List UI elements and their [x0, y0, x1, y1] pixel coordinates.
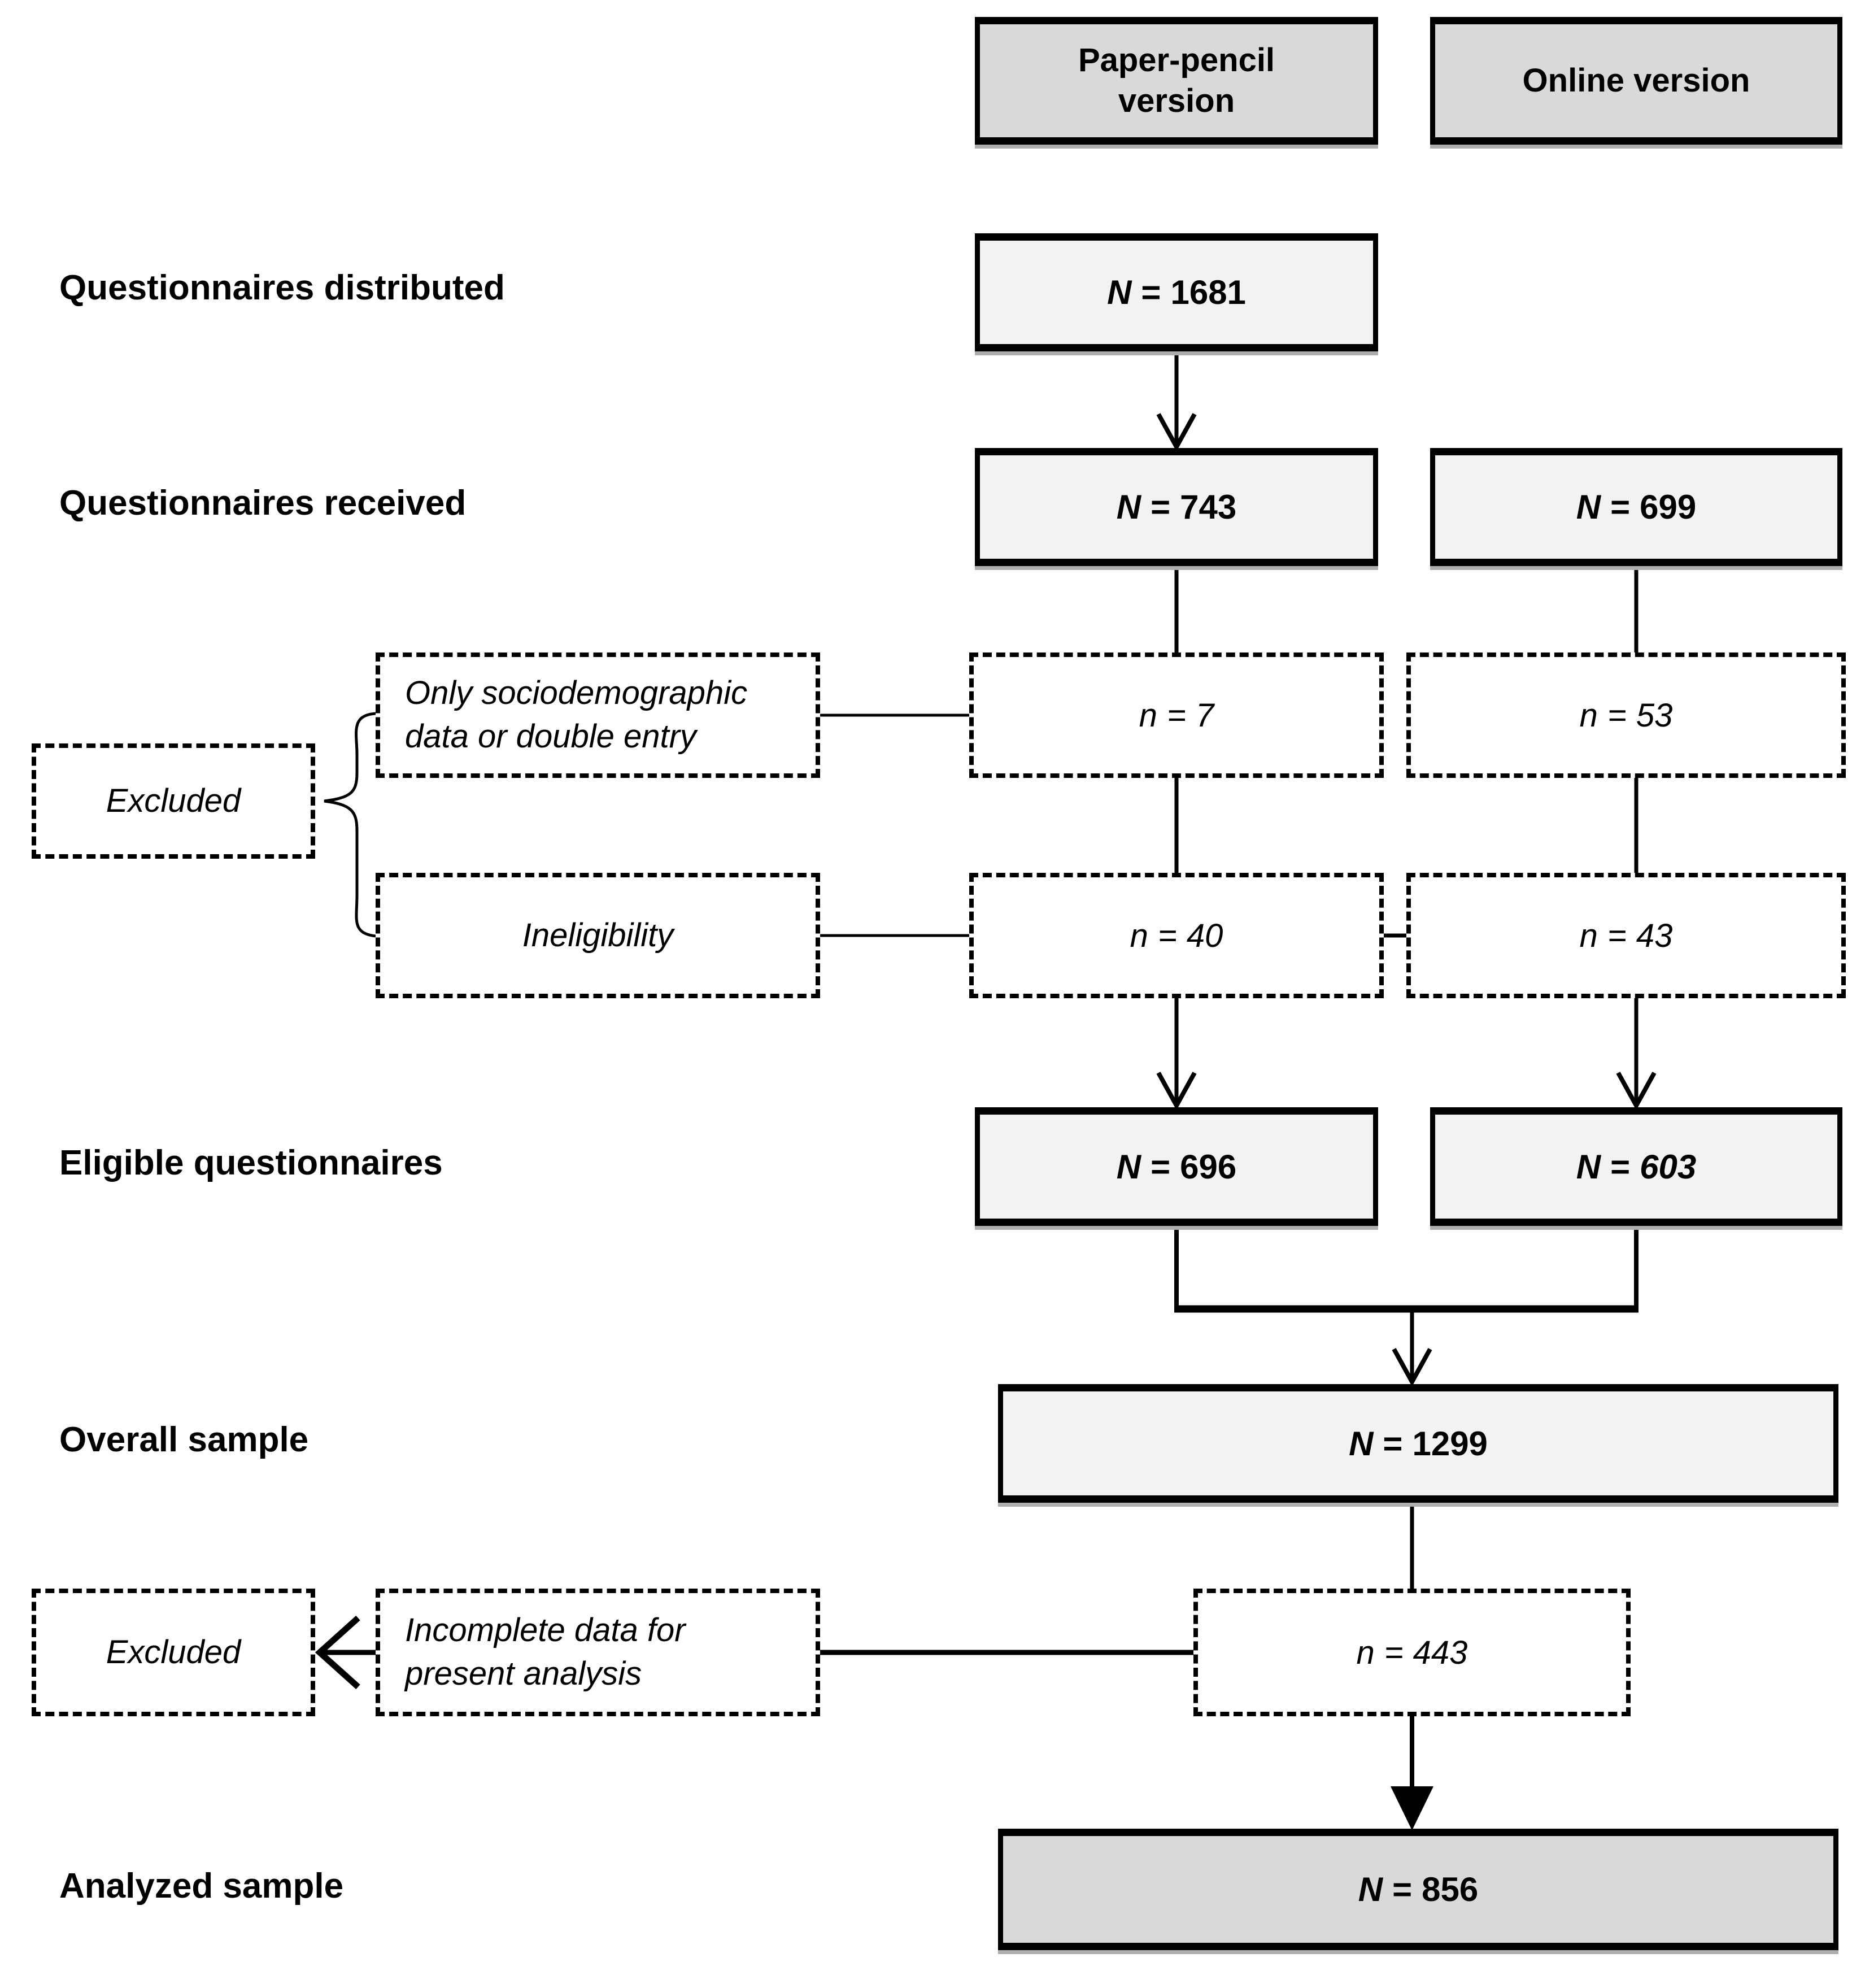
n-value: 7: [1195, 697, 1214, 734]
n-value: 43: [1636, 917, 1673, 954]
equals-sign: =: [1607, 917, 1627, 954]
n-symbol: n: [1130, 917, 1148, 954]
n-value: 443: [1413, 1634, 1468, 1671]
equals-sign: =: [1167, 697, 1186, 734]
box-excluded-top: Excluded: [32, 743, 315, 859]
arrowhead-eligible-online: [1616, 1072, 1657, 1111]
equals-sign: =: [1610, 1147, 1631, 1186]
box-n-analyzed: N = 856: [998, 1829, 1838, 1950]
n-value: 1681: [1170, 273, 1246, 311]
n-value: 53: [1636, 697, 1673, 734]
reason-ineligibility-label: Ineligibility: [522, 916, 674, 954]
box-reason-sociodemographic: Only sociodemographic data or double ent…: [376, 652, 820, 778]
n-value: 699: [1640, 488, 1697, 526]
box-n-excluded-socio-online: n = 53: [1406, 652, 1846, 778]
n-value: 603: [1640, 1147, 1697, 1186]
n-symbol: N: [1107, 273, 1132, 311]
row-label-received: Questionnaires received: [59, 484, 467, 523]
n-symbol: N: [1116, 488, 1141, 526]
excluded-top-label: Excluded: [106, 782, 241, 819]
header-online-label: Online version: [1522, 62, 1750, 99]
equals-sign: =: [1383, 1424, 1403, 1463]
arrowhead-overall: [1392, 1348, 1432, 1387]
equals-sign: =: [1151, 1147, 1171, 1186]
box-n-eligible-online: N = 603: [1430, 1107, 1842, 1226]
header-paper-pencil: Paper-pencil version: [975, 17, 1378, 145]
arrowhead-eligible-paper: [1156, 1072, 1197, 1111]
n-symbol: N: [1349, 1424, 1374, 1463]
equals-sign: =: [1392, 1870, 1413, 1908]
header-online: Online version: [1430, 17, 1842, 145]
reason-incomplete-label: Incomplete data for present analysis: [405, 1612, 686, 1692]
equals-sign: =: [1151, 488, 1171, 526]
row-label-analyzed: Analyzed sample: [59, 1867, 344, 1906]
box-n-received-online: N = 699: [1430, 448, 1842, 566]
box-n-excluded-ineligible-online: n = 43: [1406, 873, 1846, 998]
n-symbol: n: [1579, 917, 1598, 954]
box-reason-incomplete: Incomplete data for present analysis: [376, 1589, 820, 1716]
n-value: 1299: [1412, 1424, 1488, 1463]
n-value: 856: [1422, 1870, 1479, 1908]
arrowhead-received-paper: [1156, 413, 1197, 452]
arrowhead-excluded-bottom: [315, 1615, 360, 1690]
row-label-distributed: Questionnaires distributed: [59, 268, 505, 307]
equals-sign: =: [1610, 488, 1631, 526]
n-value: 696: [1180, 1147, 1237, 1186]
n-value: 40: [1186, 917, 1223, 954]
reason-sociodemographic-label: Only sociodemographic data or double ent…: [405, 675, 748, 755]
box-n-distributed: N = 1681: [975, 233, 1378, 351]
n-symbol: n: [1139, 697, 1158, 734]
box-n-excluded-ineligible-paper: n = 40: [969, 873, 1384, 998]
row-label-eligible: Eligible questionnaires: [59, 1143, 443, 1182]
header-paper-pencil-label: Paper-pencil version: [1078, 41, 1275, 120]
box-n-excluded-incomplete: n = 443: [1193, 1589, 1631, 1716]
n-symbol: n: [1579, 697, 1598, 734]
n-symbol: N: [1116, 1147, 1141, 1186]
box-n-eligible-paper: N = 696: [975, 1107, 1378, 1226]
n-symbol: n: [1356, 1634, 1375, 1671]
brace-excluded-top: [324, 712, 376, 938]
n-value: 743: [1180, 488, 1237, 526]
box-reason-ineligibility: Ineligibility: [376, 873, 820, 998]
equals-sign: =: [1607, 697, 1627, 734]
n-symbol: N: [1358, 1870, 1383, 1908]
row-label-overall: Overall sample: [59, 1420, 309, 1459]
box-n-received-paper: N = 743: [975, 448, 1378, 566]
equals-sign: =: [1157, 917, 1177, 954]
arrowhead-analyzed: [1391, 1786, 1433, 1830]
box-n-excluded-socio-paper: n = 7: [969, 652, 1384, 778]
equals-sign: =: [1384, 1634, 1404, 1671]
excluded-bottom-label: Excluded: [106, 1633, 241, 1671]
equals-sign: =: [1141, 273, 1161, 311]
box-n-overall: N = 1299: [998, 1384, 1838, 1503]
n-symbol: N: [1576, 488, 1601, 526]
n-symbol: N: [1576, 1147, 1601, 1186]
box-excluded-bottom: Excluded: [32, 1589, 315, 1716]
